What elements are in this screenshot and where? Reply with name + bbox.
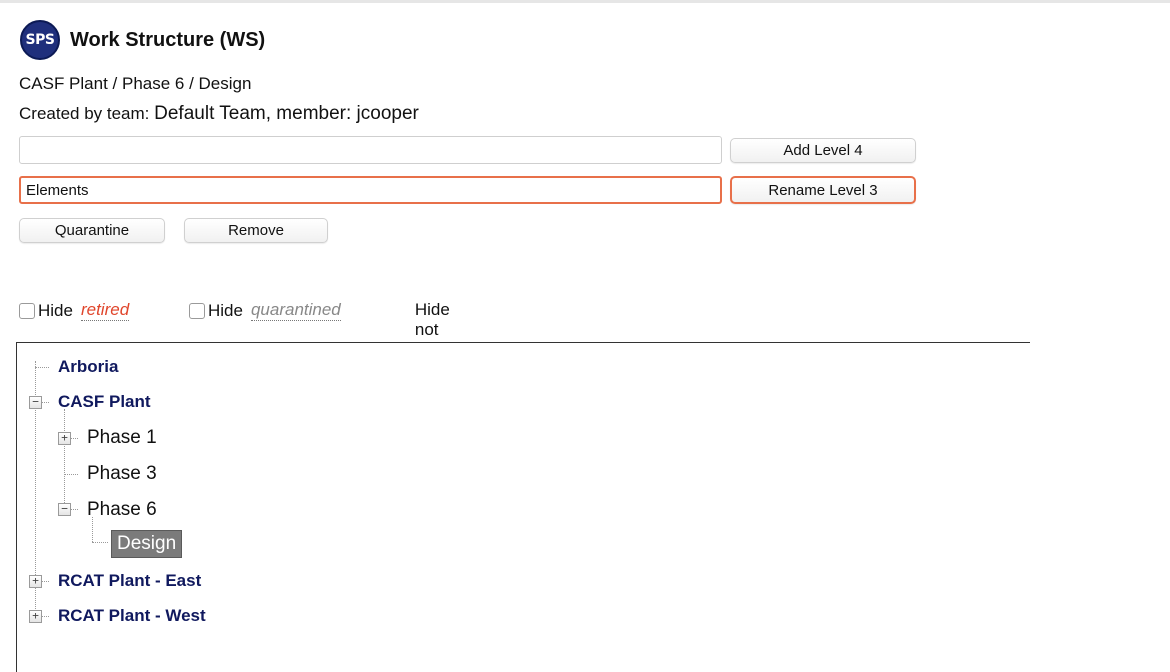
- expand-icon[interactable]: +: [58, 432, 71, 445]
- tree-connector: [64, 509, 78, 510]
- tree-node-phase-1[interactable]: Phase 1: [87, 427, 157, 448]
- hide-retired-checkbox[interactable]: [19, 302, 35, 319]
- tree-connector: [35, 367, 49, 368]
- hide-quarantined-label: Hide: [208, 300, 243, 320]
- page-title: Work Structure (WS): [70, 28, 266, 51]
- tree-node-phase-3[interactable]: Phase 3: [87, 463, 157, 484]
- add-level-button[interactable]: Add Level 4: [730, 138, 916, 163]
- new-level-input[interactable]: [19, 136, 722, 164]
- top-rule: [0, 0, 1170, 3]
- tree-connector: [92, 517, 93, 542]
- tree-node-phase-6[interactable]: Phase 6: [87, 499, 157, 520]
- tree-connector: [35, 616, 49, 617]
- breadcrumb: CASF Plant / Phase 6 / Design: [19, 74, 252, 93]
- collapse-icon[interactable]: −: [29, 396, 42, 409]
- quarantined-word: quarantined: [250, 300, 341, 321]
- tree-connector: [64, 474, 78, 475]
- retired-word: retired: [80, 300, 130, 321]
- tree-node-rcat-plant-east[interactable]: RCAT Plant - East: [58, 571, 202, 590]
- hide-quarantined-filter[interactable]: Hide quarantined: [189, 300, 341, 321]
- tree-connector: [35, 402, 49, 403]
- tree-connector: [92, 542, 108, 543]
- tree-node-casf-plant[interactable]: CASF Plant: [58, 392, 151, 411]
- created-by-info: Created by team: Default Team, member: j…: [19, 103, 419, 125]
- rename-level-input[interactable]: [19, 176, 722, 204]
- hide-retired-filter[interactable]: Hide retired: [19, 300, 130, 321]
- quarantine-button[interactable]: Quarantine: [19, 218, 165, 243]
- tree-node-design-selected[interactable]: Design: [111, 530, 183, 558]
- remove-button[interactable]: Remove: [184, 218, 328, 243]
- tree-node-arboria[interactable]: Arboria: [58, 357, 119, 376]
- tree-connector: [35, 361, 36, 617]
- hide-retired-label: Hide: [38, 300, 73, 320]
- tree-connector: [64, 438, 78, 439]
- tree-connector: [64, 409, 65, 509]
- collapse-icon[interactable]: −: [58, 503, 71, 516]
- expand-icon[interactable]: +: [29, 575, 42, 588]
- created-by-label: Created by team:: [19, 104, 150, 123]
- sps-logo-icon: SPS: [20, 20, 60, 60]
- rename-level-button[interactable]: Rename Level 3: [730, 176, 916, 204]
- tree-node-rcat-plant-west[interactable]: RCAT Plant - West: [58, 606, 206, 625]
- created-by-value: Default Team, member: jcooper: [154, 103, 419, 124]
- app-header: SPS Work Structure (WS): [20, 20, 265, 60]
- expand-icon[interactable]: +: [29, 610, 42, 623]
- work-structure-tree: − + − + + Arboria CASF Plant Phase 1 Pha…: [16, 342, 1030, 672]
- tree-connector: [35, 581, 49, 582]
- hide-quarantined-checkbox[interactable]: [189, 302, 205, 319]
